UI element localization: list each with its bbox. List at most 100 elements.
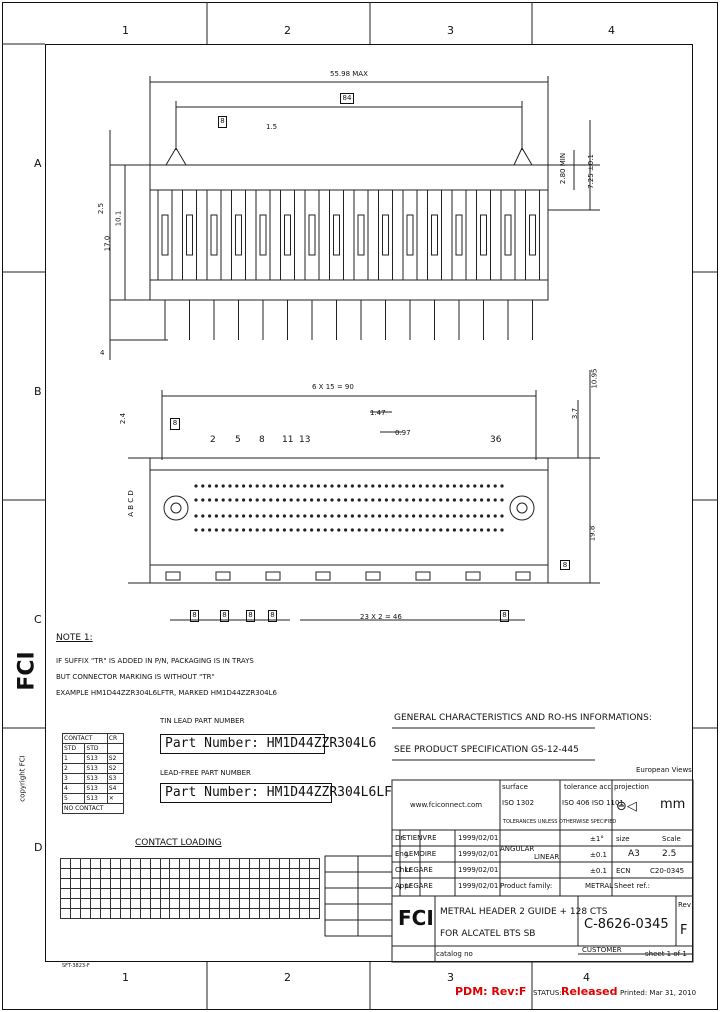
contact-dot: [378, 498, 382, 502]
contact-dot: [473, 528, 477, 532]
contact-dot: [425, 498, 429, 502]
contact-dot: [316, 528, 320, 532]
dim-left-box: 8: [170, 418, 180, 430]
dim-span: 6 X 15 = 90: [312, 383, 354, 391]
row-label-c: C: [34, 613, 42, 626]
contact-dot: [242, 528, 246, 532]
contact-pin: [455, 214, 463, 256]
contact-dot: [194, 484, 198, 488]
contact-dot: [228, 528, 232, 532]
note-line-2: BUT CONNECTOR MARKING IS WITHOUT "TR": [56, 673, 215, 681]
contact-dot: [303, 484, 307, 488]
contact-dot: [262, 514, 266, 518]
contact-pin: [333, 214, 340, 256]
contact-pin: [235, 214, 242, 256]
tolerance-std: ISO 406 ISO 1101: [562, 799, 624, 807]
contact-dot: [208, 498, 212, 502]
contact-pin: [382, 214, 389, 256]
contact-pin: [210, 214, 218, 256]
contact-dot: [255, 528, 259, 532]
contact-dot: [486, 514, 490, 518]
contact-dot: [276, 528, 280, 532]
contact-dot: [418, 484, 422, 488]
contact-dot: [310, 514, 314, 518]
contact-dot: [303, 514, 307, 518]
date-chkr: 1999/02/01: [458, 866, 499, 874]
contact-dot: [235, 514, 239, 518]
rev-value: F: [680, 923, 688, 938]
role-chkr: Chkr: [395, 866, 412, 874]
contact-dot: [214, 484, 218, 488]
document-number: C-8626-0345: [584, 917, 669, 932]
contact-dot: [330, 514, 334, 518]
name-dr: ETIENVRE: [402, 834, 437, 842]
role-appr: Appr: [395, 882, 412, 890]
name-eng: LEMOIRE: [405, 850, 437, 858]
contact-dot: [276, 484, 280, 488]
copyright-vertical: copyright FCI: [18, 755, 27, 802]
dim-left-v3: 10.1: [114, 210, 123, 227]
contact-dot: [418, 528, 422, 532]
contact-dot: [337, 484, 341, 488]
contact-dot: [405, 484, 409, 488]
contact-dot: [452, 514, 456, 518]
date-appr: 1999/02/01: [458, 882, 499, 890]
contact-dot: [228, 514, 232, 518]
contact-pin: [259, 214, 267, 256]
contact-dot: [466, 484, 470, 488]
projection-icon: ⊖◁: [616, 799, 637, 814]
contact-dot: [500, 514, 504, 518]
ecn-value: C20-0345: [650, 867, 685, 875]
contact-dot: [452, 498, 456, 502]
dim-small-box: 8: [560, 560, 570, 570]
contact-dot: [446, 514, 450, 518]
dim-sub2: 0.97: [395, 429, 411, 437]
contact-dot: [493, 498, 497, 502]
contact-dot: [439, 528, 443, 532]
contact-dot: [480, 514, 484, 518]
contact-dot: [262, 528, 266, 532]
col-label-bottom-2: 2: [284, 971, 291, 984]
contact-dot: [371, 484, 375, 488]
role-eng: Eng: [395, 850, 409, 858]
contact-pin: [186, 214, 193, 256]
contact-dot: [412, 514, 416, 518]
contact-dot: [235, 484, 239, 488]
bottom-dim-2: 8: [220, 610, 229, 622]
table-cell: STD: [84, 743, 108, 754]
contact-dot: [439, 484, 443, 488]
contact-dot: [452, 528, 456, 532]
contact-dot: [459, 514, 463, 518]
contact-dot: [269, 514, 273, 518]
contact-dot: [235, 528, 239, 532]
name-appr: LEGARE: [405, 882, 433, 890]
pdm-rev: PDM: Rev:F: [455, 985, 527, 998]
contact-dot: [310, 528, 314, 532]
unit: mm: [660, 797, 686, 812]
contact-dot: [296, 528, 300, 532]
contact-dot: [486, 484, 490, 488]
contact-dot: [201, 528, 205, 532]
contact-dot: [255, 514, 259, 518]
contact-dot: [432, 514, 436, 518]
peg: [465, 571, 481, 581]
contact-dot: [391, 484, 395, 488]
scale-value: 2.5: [662, 849, 677, 859]
contact-slot: [525, 189, 540, 281]
dim-right-v2: 7.25 ±0.1: [586, 154, 595, 189]
contact-dot: [378, 528, 382, 532]
peg: [365, 571, 381, 581]
european-views: European Views: [636, 766, 692, 774]
contact-dot: [337, 498, 341, 502]
contact-dot: [296, 484, 300, 488]
note-line-3: EXAMPLE HM1D44ZZR304L6LFTR, MARKED HM1D4…: [56, 689, 277, 697]
pin-number-8: 8: [259, 435, 265, 445]
contact-dot: [500, 528, 504, 532]
contact-dot: [459, 484, 463, 488]
contact-pin: [284, 214, 291, 256]
contact-dot: [350, 498, 354, 502]
